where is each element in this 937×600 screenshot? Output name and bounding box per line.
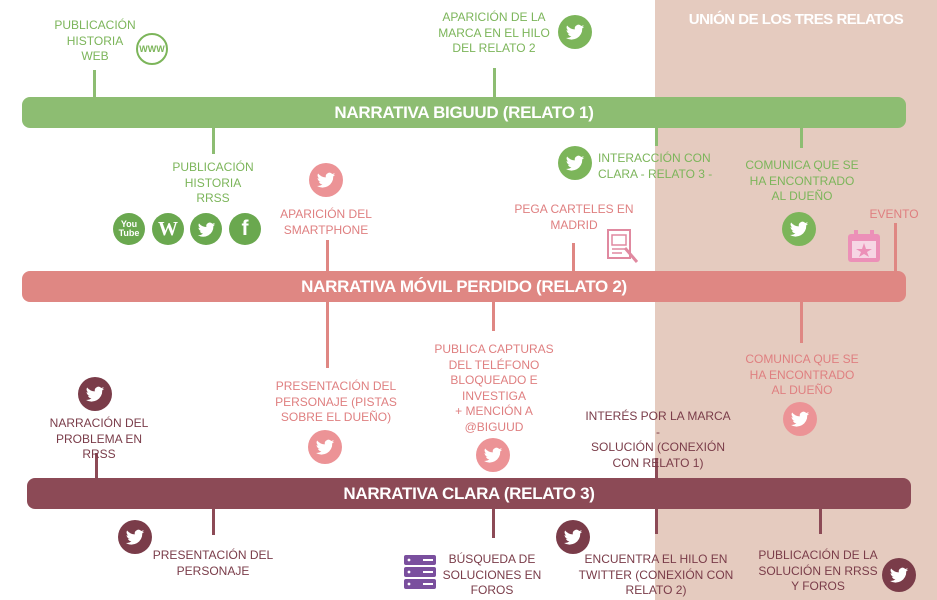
twitter-icon	[190, 213, 222, 245]
poster-icon	[605, 228, 639, 264]
connector	[572, 243, 575, 272]
connector	[800, 128, 803, 148]
connector	[493, 68, 496, 98]
twitter-icon	[882, 558, 916, 592]
twitter-icon	[308, 430, 342, 464]
connector	[655, 128, 658, 146]
connector	[212, 128, 215, 154]
label-publica-capturas: PUBLICA CAPTURAS DEL TELÉFONO BLOQUEADO …	[434, 342, 554, 434]
www-icon: WWW	[136, 33, 168, 65]
connector	[819, 508, 822, 534]
twitter-icon	[309, 163, 343, 197]
label-presentacion-pistas: PRESENTACIÓN DEL PERSONAJE (PISTAS SOBRE…	[275, 379, 397, 424]
connector	[800, 301, 803, 343]
label-evento: EVENTO	[869, 207, 919, 221]
twitter-icon	[783, 402, 817, 436]
twitter-icon	[558, 15, 592, 49]
label-narracion-problema: NARRACIÓN DEL PROBLEMA EN RRSS	[49, 416, 149, 461]
overlay-title: UNIÓN DE LOS TRES RELATOS	[688, 11, 904, 28]
label-publicacion-rrss: PUBLICACIÓN HISTORIA RRSS	[172, 160, 254, 205]
label-aparicion-smartphone: APARICIÓN DEL SMARTPHONE	[280, 207, 372, 237]
connector	[492, 301, 495, 331]
connector	[894, 223, 897, 272]
connector	[655, 458, 658, 480]
label-presentacion-personaje: PRESENTACIÓN DEL PERSONAJE	[152, 548, 274, 578]
connector	[212, 508, 215, 535]
facebook-icon: f	[229, 213, 261, 245]
twitter-icon	[78, 377, 112, 411]
timeline-bar-relato-2: NARRATIVA MÓVIL PERDIDO (RELATO 2)	[22, 271, 906, 302]
connector	[93, 70, 96, 98]
label-publicacion-web: PUBLICACIÓN HISTORIA WEB	[54, 18, 136, 63]
timeline-bar-relato-1: NARRATIVA BIGUUD (RELATO 1)	[22, 97, 906, 128]
twitter-icon	[118, 520, 152, 554]
label-aparicion-marca: APARICIÓN DE LA MARCA EN EL HILO DEL REL…	[438, 10, 550, 55]
label-interes-marca: INTERÉS POR LA MARCA - SOLUCIÓN (CONEXIÓ…	[585, 409, 731, 470]
twitter-icon	[476, 438, 510, 472]
wordpress-icon: W	[152, 213, 184, 245]
connector	[655, 508, 658, 534]
label-publicacion-solucion: PUBLICACIÓN DE LA SOLUCIÓN EN RRSS Y FOR…	[758, 548, 878, 593]
label-encuentra-hilo: ENCUENTRA EL HILO EN TWITTER (CONEXIÓN C…	[578, 552, 734, 597]
connector	[326, 301, 329, 368]
twitter-icon	[558, 146, 592, 180]
youtube-icon: You Tube	[113, 213, 145, 245]
label-pega-carteles: PEGA CARTELES EN MADRID	[514, 202, 634, 232]
server-icon	[403, 554, 437, 590]
label-busqueda-foros: BÚSQUEDA DE SOLUCIONES EN FOROS	[442, 552, 542, 597]
twitter-icon	[556, 520, 590, 554]
label-comunica-relato1: COMUNICA QUE SE HA ENCONTRADO AL DUEÑO	[745, 158, 859, 203]
connector	[95, 453, 98, 479]
twitter-icon	[782, 212, 816, 246]
calendar-icon	[846, 228, 882, 264]
timeline-bar-relato-3: NARRATIVA CLARA (RELATO 3)	[27, 478, 911, 509]
connector	[492, 508, 495, 538]
label-interaccion-clara: INTERACCIÓN CON CLARA - RELATO 3 -	[598, 151, 713, 181]
label-comunica-relato2: COMUNICA QUE SE HA ENCONTRADO AL DUEÑO	[745, 352, 859, 397]
connector	[326, 240, 329, 272]
